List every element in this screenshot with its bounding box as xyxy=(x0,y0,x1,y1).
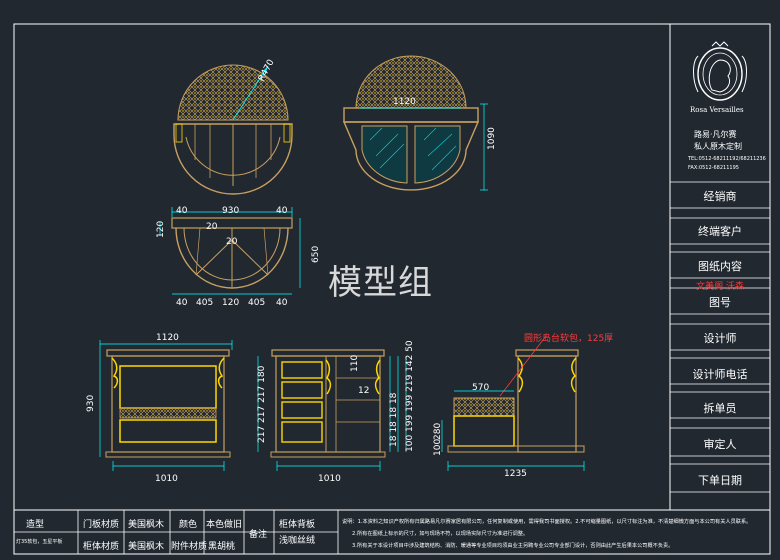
dim-right-1235: 1235 xyxy=(504,469,527,479)
dim-plan-930: 930 xyxy=(222,206,239,216)
bench-note: 圆形岛台软包，125厚 xyxy=(524,332,613,344)
brand-logo xyxy=(693,41,747,101)
dim-1090: 1090 xyxy=(487,127,497,150)
drawing-frame xyxy=(13,23,771,555)
dim-side-col2: 18 18 18 18 xyxy=(389,392,399,447)
dim-plan-b120: 120 xyxy=(222,298,239,308)
title-block xyxy=(670,181,770,493)
plan-view xyxy=(159,207,301,295)
note-line-1: 说明：1.本资料之知识产权所有归属路易凡尔赛家居有限公司，任何复制或使用，需得我… xyxy=(342,519,752,525)
dim-front-1120: 1120 xyxy=(156,333,179,343)
company-name: 路易·凡尔赛 xyxy=(694,130,737,139)
back-panel-label: 柜体背板 xyxy=(279,520,316,530)
tb-designer: 设计师 xyxy=(703,332,737,345)
body-material-value: 美国枫木 xyxy=(128,542,165,552)
tb-approver: 审定人 xyxy=(703,438,737,451)
dim-side-col3: 100 199 199 219 142 50 xyxy=(405,340,415,452)
company-tagline: 私人原木定制 xyxy=(694,142,742,151)
dim-side-12: 12 xyxy=(358,386,369,396)
color-value: 本色做旧 xyxy=(206,520,243,530)
dim-plan-20b: 20 xyxy=(226,237,238,247)
dim-side-1010: 1010 xyxy=(318,474,341,484)
dim-plan-20a: 20 xyxy=(206,222,218,232)
hardware-label: 附件材质 xyxy=(171,542,208,552)
tb-order-date: 下单日期 xyxy=(698,474,742,487)
dim-plan-40a: 40 xyxy=(176,206,188,216)
note-line-2: 2.所有在图纸上标示的尺寸，如与现场不符，以现场实际尺寸为准进行调整。 xyxy=(352,531,529,537)
company-tel: TEL:0512-68211192/68211236 xyxy=(688,156,766,162)
drawer-elevation-view xyxy=(257,349,407,471)
dim-plan-405a: 405 xyxy=(196,298,213,308)
dim-side-110: 110 xyxy=(350,355,360,372)
dim-right-570: 570 xyxy=(472,383,489,393)
tb-dealer: 经销商 xyxy=(703,190,737,203)
dim-plan-40b: 40 xyxy=(276,206,288,216)
note-line-3: 3.所有关于本设计项目中涉及建筑结构、消防、暖通等专业项目均须由业主另聘专业公司… xyxy=(352,543,674,549)
dim-right-100: 100 xyxy=(433,439,443,456)
back-panel-value: 浅咖丝绒 xyxy=(279,536,316,546)
dim-right-280: 280 xyxy=(433,423,443,440)
tb-designer-phone: 设计师电话 xyxy=(692,368,748,381)
remarks-label: 备注 xyxy=(249,530,268,540)
brand-name: Rosa Versailles xyxy=(690,106,744,114)
bench-elevation-view xyxy=(441,335,585,471)
style-label: 造型 xyxy=(26,520,45,530)
tb-drawing-content-value: 文美阁 沃森 xyxy=(696,282,744,292)
dim-1120-top: 1120 xyxy=(393,97,416,107)
dim-plan-120: 120 xyxy=(156,221,166,238)
glass-elevation-view xyxy=(342,55,488,191)
tb-end-client: 终端客户 xyxy=(698,225,742,238)
company-fax: FAX:0512-68211195 xyxy=(688,165,739,171)
door-material-value: 美国枫木 xyxy=(128,520,165,530)
tb-drawing-content: 图纸内容 xyxy=(698,260,742,273)
dim-side-col1: 217 217 217 180 xyxy=(257,365,267,443)
watermark-text: 模型组 xyxy=(328,263,433,303)
dim-front-1010: 1010 xyxy=(155,474,178,484)
color-label: 颜色 xyxy=(179,520,198,530)
dim-plan-405b: 405 xyxy=(248,298,265,308)
tb-drawing-number: 图号 xyxy=(709,296,731,309)
door-material-label: 门板材质 xyxy=(83,520,120,530)
style-value: 灯35软包，五星平板 xyxy=(16,539,63,545)
dim-plan-650: 650 xyxy=(311,246,321,263)
front-elevation-view xyxy=(99,340,233,471)
dim-front-930: 930 xyxy=(86,395,96,412)
dim-plan-b40b: 40 xyxy=(276,298,288,308)
tb-splitter: 拆单员 xyxy=(703,402,737,415)
round-elevation-view xyxy=(173,64,293,195)
body-material-label: 柜体材质 xyxy=(83,542,120,552)
hardware-value: 黑胡桃 xyxy=(208,542,236,552)
dim-plan-b40a: 40 xyxy=(176,298,188,308)
